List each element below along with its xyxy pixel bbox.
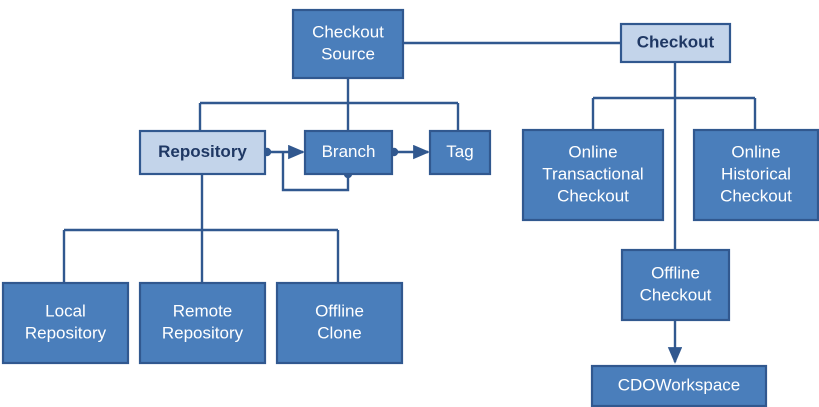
node-cdoworkspace[interactable]: CDOWorkspace: [590, 364, 768, 407]
node-box-checkout[interactable]: [619, 22, 732, 64]
node-box-offline-clone[interactable]: [275, 281, 404, 365]
node-box-tag[interactable]: [428, 129, 492, 176]
connectors-layer: [62, 41, 757, 364]
node-box-branch[interactable]: [303, 129, 394, 176]
node-repository[interactable]: Repository: [138, 129, 267, 176]
node-box-online-transactional-checkout[interactable]: [521, 128, 665, 222]
node-checkout[interactable]: Checkout: [619, 22, 732, 64]
node-box-repository[interactable]: [138, 129, 267, 176]
node-box-local-repository[interactable]: [1, 281, 130, 365]
node-branch[interactable]: Branch: [303, 129, 394, 176]
node-box-offline-checkout[interactable]: [620, 248, 731, 322]
node-box-online-historical-checkout[interactable]: [692, 128, 819, 222]
node-box-remote-repository[interactable]: [138, 281, 267, 365]
node-tag[interactable]: Tag: [428, 129, 492, 176]
connector-branch-self-loop: [281, 152, 350, 192]
node-box-cdoworkspace[interactable]: [590, 364, 768, 407]
node-box-checkout-source[interactable]: [291, 8, 405, 80]
